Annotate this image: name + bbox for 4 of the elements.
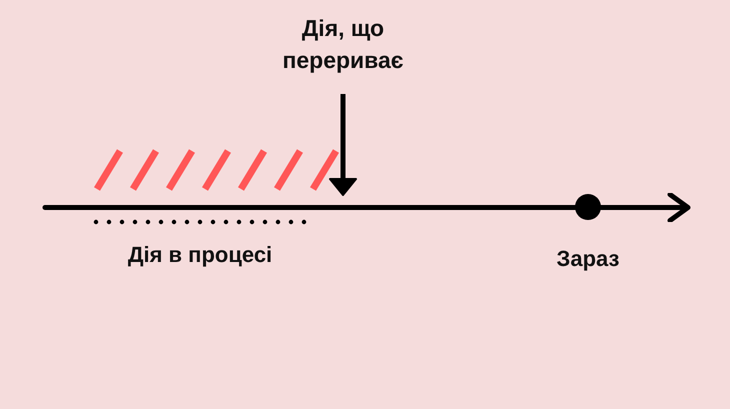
action-label: Дія, що перериває [281, 14, 405, 75]
timeline-label: Дія в процесі [128, 241, 272, 269]
timeline-label: Зараз [556, 245, 620, 273]
arrow [329, 94, 357, 196]
